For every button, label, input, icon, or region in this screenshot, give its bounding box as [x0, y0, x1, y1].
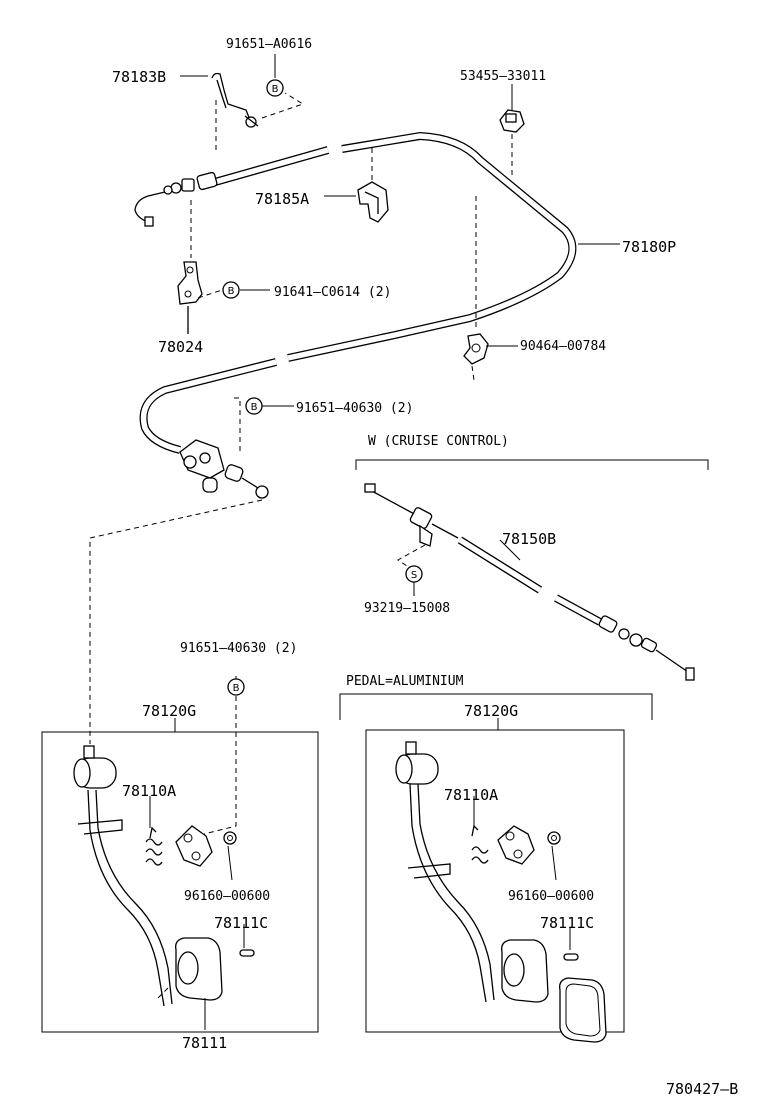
label-78180p: 78180P — [622, 238, 676, 256]
pedal-assembly-left — [41, 676, 319, 1033]
label-78111c-left: 78111C — [214, 914, 268, 932]
label-91641-c0614: 91641–C0614 (2) — [274, 285, 391, 300]
label-78120g-left: 78120G — [142, 702, 196, 720]
marker-s-93219-15008: S — [405, 565, 423, 583]
svg-text:S: S — [411, 570, 417, 581]
bracket-78183b — [211, 72, 305, 150]
label-53455-33011: 53455–33011 — [460, 69, 546, 84]
svg-text:B: B — [228, 286, 235, 297]
marker-b-91651-40630-top: B — [245, 397, 263, 415]
marker-b-91651-40630-mid: B — [227, 678, 245, 696]
label-78111c-right: 78111C — [540, 914, 594, 932]
svg-text:B: B — [251, 402, 258, 413]
clamp-90464-00784 — [463, 196, 489, 381]
svg-text:B: B — [272, 84, 279, 95]
label-78110a-right: 78110A — [444, 786, 498, 804]
svg-text:B: B — [233, 683, 240, 694]
label-90464-00784: 90464–00784 — [520, 339, 606, 354]
label-91651-40630-mid: 91651–40630 (2) — [180, 641, 297, 656]
marker-b-91641-c0614: B — [222, 281, 240, 299]
marker-b-91651-a0616: B — [266, 79, 284, 97]
label-78120g-right: 78120G — [464, 702, 518, 720]
label-78110a-left: 78110A — [122, 782, 176, 800]
label-96160-00600-left: 96160–00600 — [184, 889, 270, 904]
clamp-78185a — [357, 148, 389, 223]
cable-route-line — [89, 499, 263, 744]
cruise-control-section — [355, 459, 709, 681]
pedal-assembly-right — [339, 693, 653, 1043]
label-78185a: 78185A — [255, 190, 309, 208]
bolt-route-line — [234, 397, 241, 452]
accelerator-cable-78180p — [134, 131, 577, 499]
label-78024: 78024 — [158, 338, 203, 356]
label-cruise-control: W (CRUISE CONTROL) — [368, 434, 509, 449]
label-91651-a0616: 91651–A0616 — [226, 37, 312, 52]
label-96160-00600-right: 96160–00600 — [508, 889, 594, 904]
label-78150b: 78150B — [502, 530, 556, 548]
label-pedal-aluminium: PEDAL=ALUMINIUM — [346, 674, 464, 689]
clip-53455-33011 — [499, 109, 525, 178]
diagram-id: 780427–B — [666, 1080, 738, 1098]
label-78183b: 78183B — [112, 68, 166, 86]
label-93219-15008: 93219–15008 — [364, 601, 450, 616]
bracket-78024 — [177, 200, 223, 334]
label-78111: 78111 — [182, 1034, 227, 1052]
label-91651-40630-top: 91651–40630 (2) — [296, 401, 413, 416]
